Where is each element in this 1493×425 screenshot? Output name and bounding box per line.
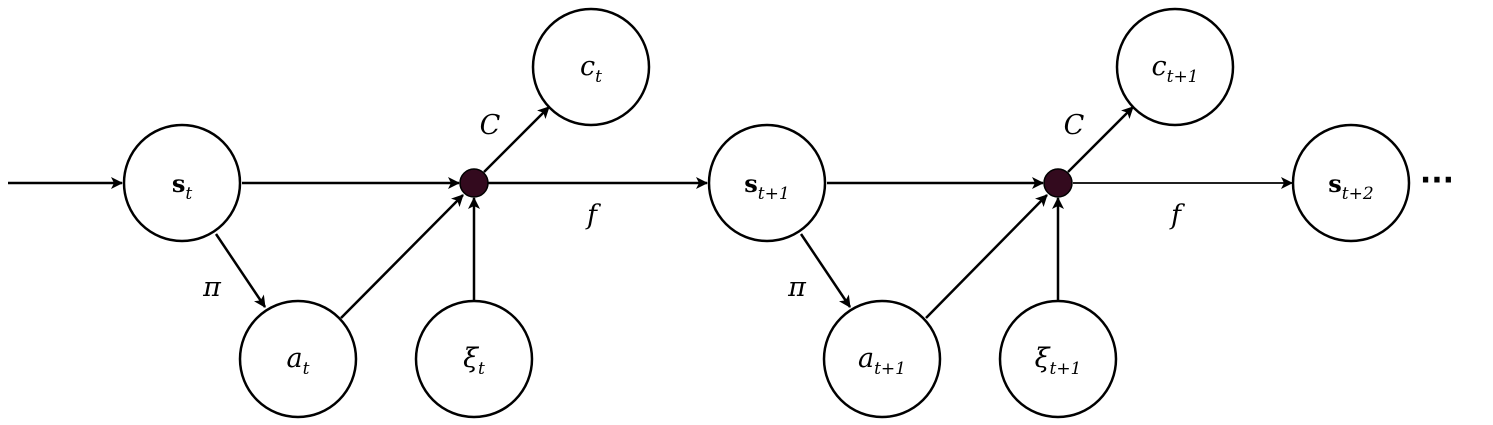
junction-dot-2	[1043, 168, 1073, 198]
node-xi-t1-circle	[998, 299, 1118, 419]
node-xi-t-label: ξt	[463, 343, 485, 379]
edge-s-t-to-a-t	[214, 233, 267, 308]
edge-label-pi-1: π	[202, 272, 222, 303]
edge-junction-1-to-c-t	[483, 106, 550, 173]
node-xi-t-circle	[414, 299, 534, 419]
ellipsis: ···	[1420, 163, 1454, 198]
node-xi-t1-label: ξt+1	[1035, 343, 1082, 379]
node-s-t2-circle	[1291, 123, 1411, 243]
edge-label-pi-2: π	[787, 272, 807, 303]
node-c-t-circle	[531, 7, 651, 127]
node-s-t-circle	[122, 123, 242, 243]
node-s-t-label: st	[172, 169, 193, 204]
edge-label-C-1: C	[480, 110, 501, 141]
node-s-t1-circle	[707, 123, 827, 243]
node-a-t-circle	[238, 299, 358, 419]
node-s-t2-label: st+2	[1328, 169, 1373, 204]
edge-label-f-1: f	[585, 200, 601, 231]
edge-label-f-2: f	[1169, 200, 1185, 231]
junction-dot-1	[459, 168, 489, 198]
edge-a-t1-to-junction-2	[925, 194, 1048, 319]
node-a-t1-label: at+1	[858, 343, 906, 379]
node-a-t1-circle	[822, 299, 942, 419]
node-c-t1-circle	[1115, 7, 1235, 127]
edge-a-t-to-junction-1	[340, 194, 464, 319]
node-c-t-label: ct	[580, 51, 602, 87]
edge-s-t1-to-a-t1	[799, 233, 852, 308]
edge-label-C-2: C	[1064, 110, 1085, 141]
node-c-t1-label: ct+1	[1151, 51, 1198, 87]
node-a-t-label: at	[287, 343, 310, 379]
edge-junction-2-to-c-t1	[1067, 106, 1134, 173]
node-s-t1-label: st+1	[744, 169, 789, 204]
